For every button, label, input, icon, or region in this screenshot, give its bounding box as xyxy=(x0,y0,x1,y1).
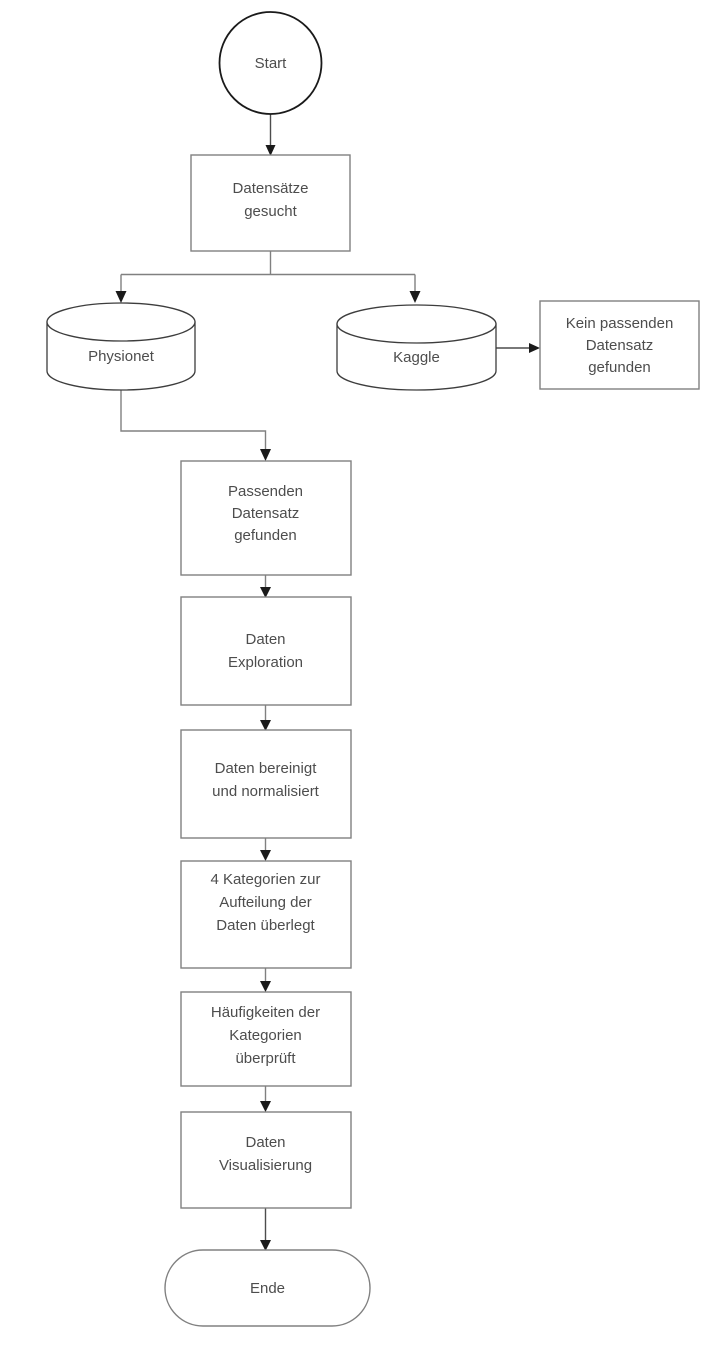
node-kategorien-line2: Aufteilung der xyxy=(219,894,312,911)
node-kein-passender-datensatz[interactable]: Kein passenden Datensatz gefunden xyxy=(539,300,700,390)
edge-start-to-datensaetze xyxy=(265,112,276,156)
edge-kategorien-to-haeufigkeiten xyxy=(260,968,271,992)
edge-passenden-to-exploration xyxy=(260,575,271,598)
node-haeufigkeiten-line1: Häufigkeiten der xyxy=(211,1004,320,1021)
node-passenden-line3: gefunden xyxy=(234,527,297,544)
node-kaggle-label: Kaggle xyxy=(393,349,440,366)
node-daten-bereinigt-line1: Daten bereinigt xyxy=(215,760,318,777)
arrow-to-kaggle xyxy=(409,291,421,303)
edge-exploration-to-bereinigt xyxy=(260,705,271,731)
node-daten-exploration-line2: Exploration xyxy=(228,654,303,671)
node-daten-visualisierung-line1: Daten xyxy=(245,1134,285,1151)
node-haeufigkeiten-kategorien[interactable]: Häufigkeiten der Kategorien überprüft xyxy=(180,991,352,1087)
edge-haeufigkeiten-to-visualisierung xyxy=(260,1086,271,1112)
node-daten-visualisierung-line2: Visualisierung xyxy=(219,1157,312,1174)
node-haeufigkeiten-line3: überprüft xyxy=(235,1050,296,1067)
edge-bereinigt-to-kategorien xyxy=(260,838,271,861)
node-datensaetze-gesucht[interactable]: Datensätze gesucht xyxy=(190,154,351,252)
node-passenden-line2: Datensatz xyxy=(232,505,300,522)
node-datensaetze-gesucht-line2: gesucht xyxy=(244,203,297,220)
node-kein-passender-line1: Kein passenden xyxy=(566,315,674,332)
node-physionet[interactable]: Physionet xyxy=(46,302,196,391)
arrow-to-physionet xyxy=(115,291,127,303)
edge-kaggle-to-kein-passender xyxy=(496,343,540,353)
node-kategorien-aufteilung[interactable]: 4 Kategorien zur Aufteilung der Daten üb… xyxy=(180,860,352,969)
node-daten-visualisierung[interactable]: Daten Visualisierung xyxy=(180,1111,352,1209)
node-passenden-datensatz-gefunden[interactable]: Passenden Datensatz gefunden xyxy=(180,460,352,576)
node-passenden-line1: Passenden xyxy=(228,483,303,500)
node-haeufigkeiten-line2: Kategorien xyxy=(229,1027,302,1044)
node-kaggle[interactable]: Kaggle xyxy=(336,304,497,391)
node-start-label: Start xyxy=(255,55,288,72)
edge-physionet-to-passenden xyxy=(120,390,271,461)
node-kategorien-line1: 4 Kategorien zur xyxy=(210,871,320,888)
edge-branch-split xyxy=(115,251,421,303)
node-physionet-label: Physionet xyxy=(88,348,155,365)
edge-visualisierung-to-ende xyxy=(260,1208,271,1251)
node-daten-exploration-line1: Daten xyxy=(245,631,285,648)
node-daten-exploration[interactable]: Daten Exploration xyxy=(180,596,352,706)
node-daten-bereinigt-line2: und normalisiert xyxy=(212,783,320,800)
node-ende-label: Ende xyxy=(250,1280,285,1297)
node-start[interactable]: Start xyxy=(218,11,323,115)
node-ende[interactable]: Ende xyxy=(164,1249,371,1327)
node-datensaetze-gesucht-line1: Datensätze xyxy=(233,180,309,197)
node-kein-passender-line2: Datensatz xyxy=(586,337,654,354)
node-kein-passender-line3: gefunden xyxy=(588,359,651,376)
node-daten-bereinigt[interactable]: Daten bereinigt und normalisiert xyxy=(180,729,352,839)
node-kategorien-line3: Daten überlegt xyxy=(216,917,315,934)
